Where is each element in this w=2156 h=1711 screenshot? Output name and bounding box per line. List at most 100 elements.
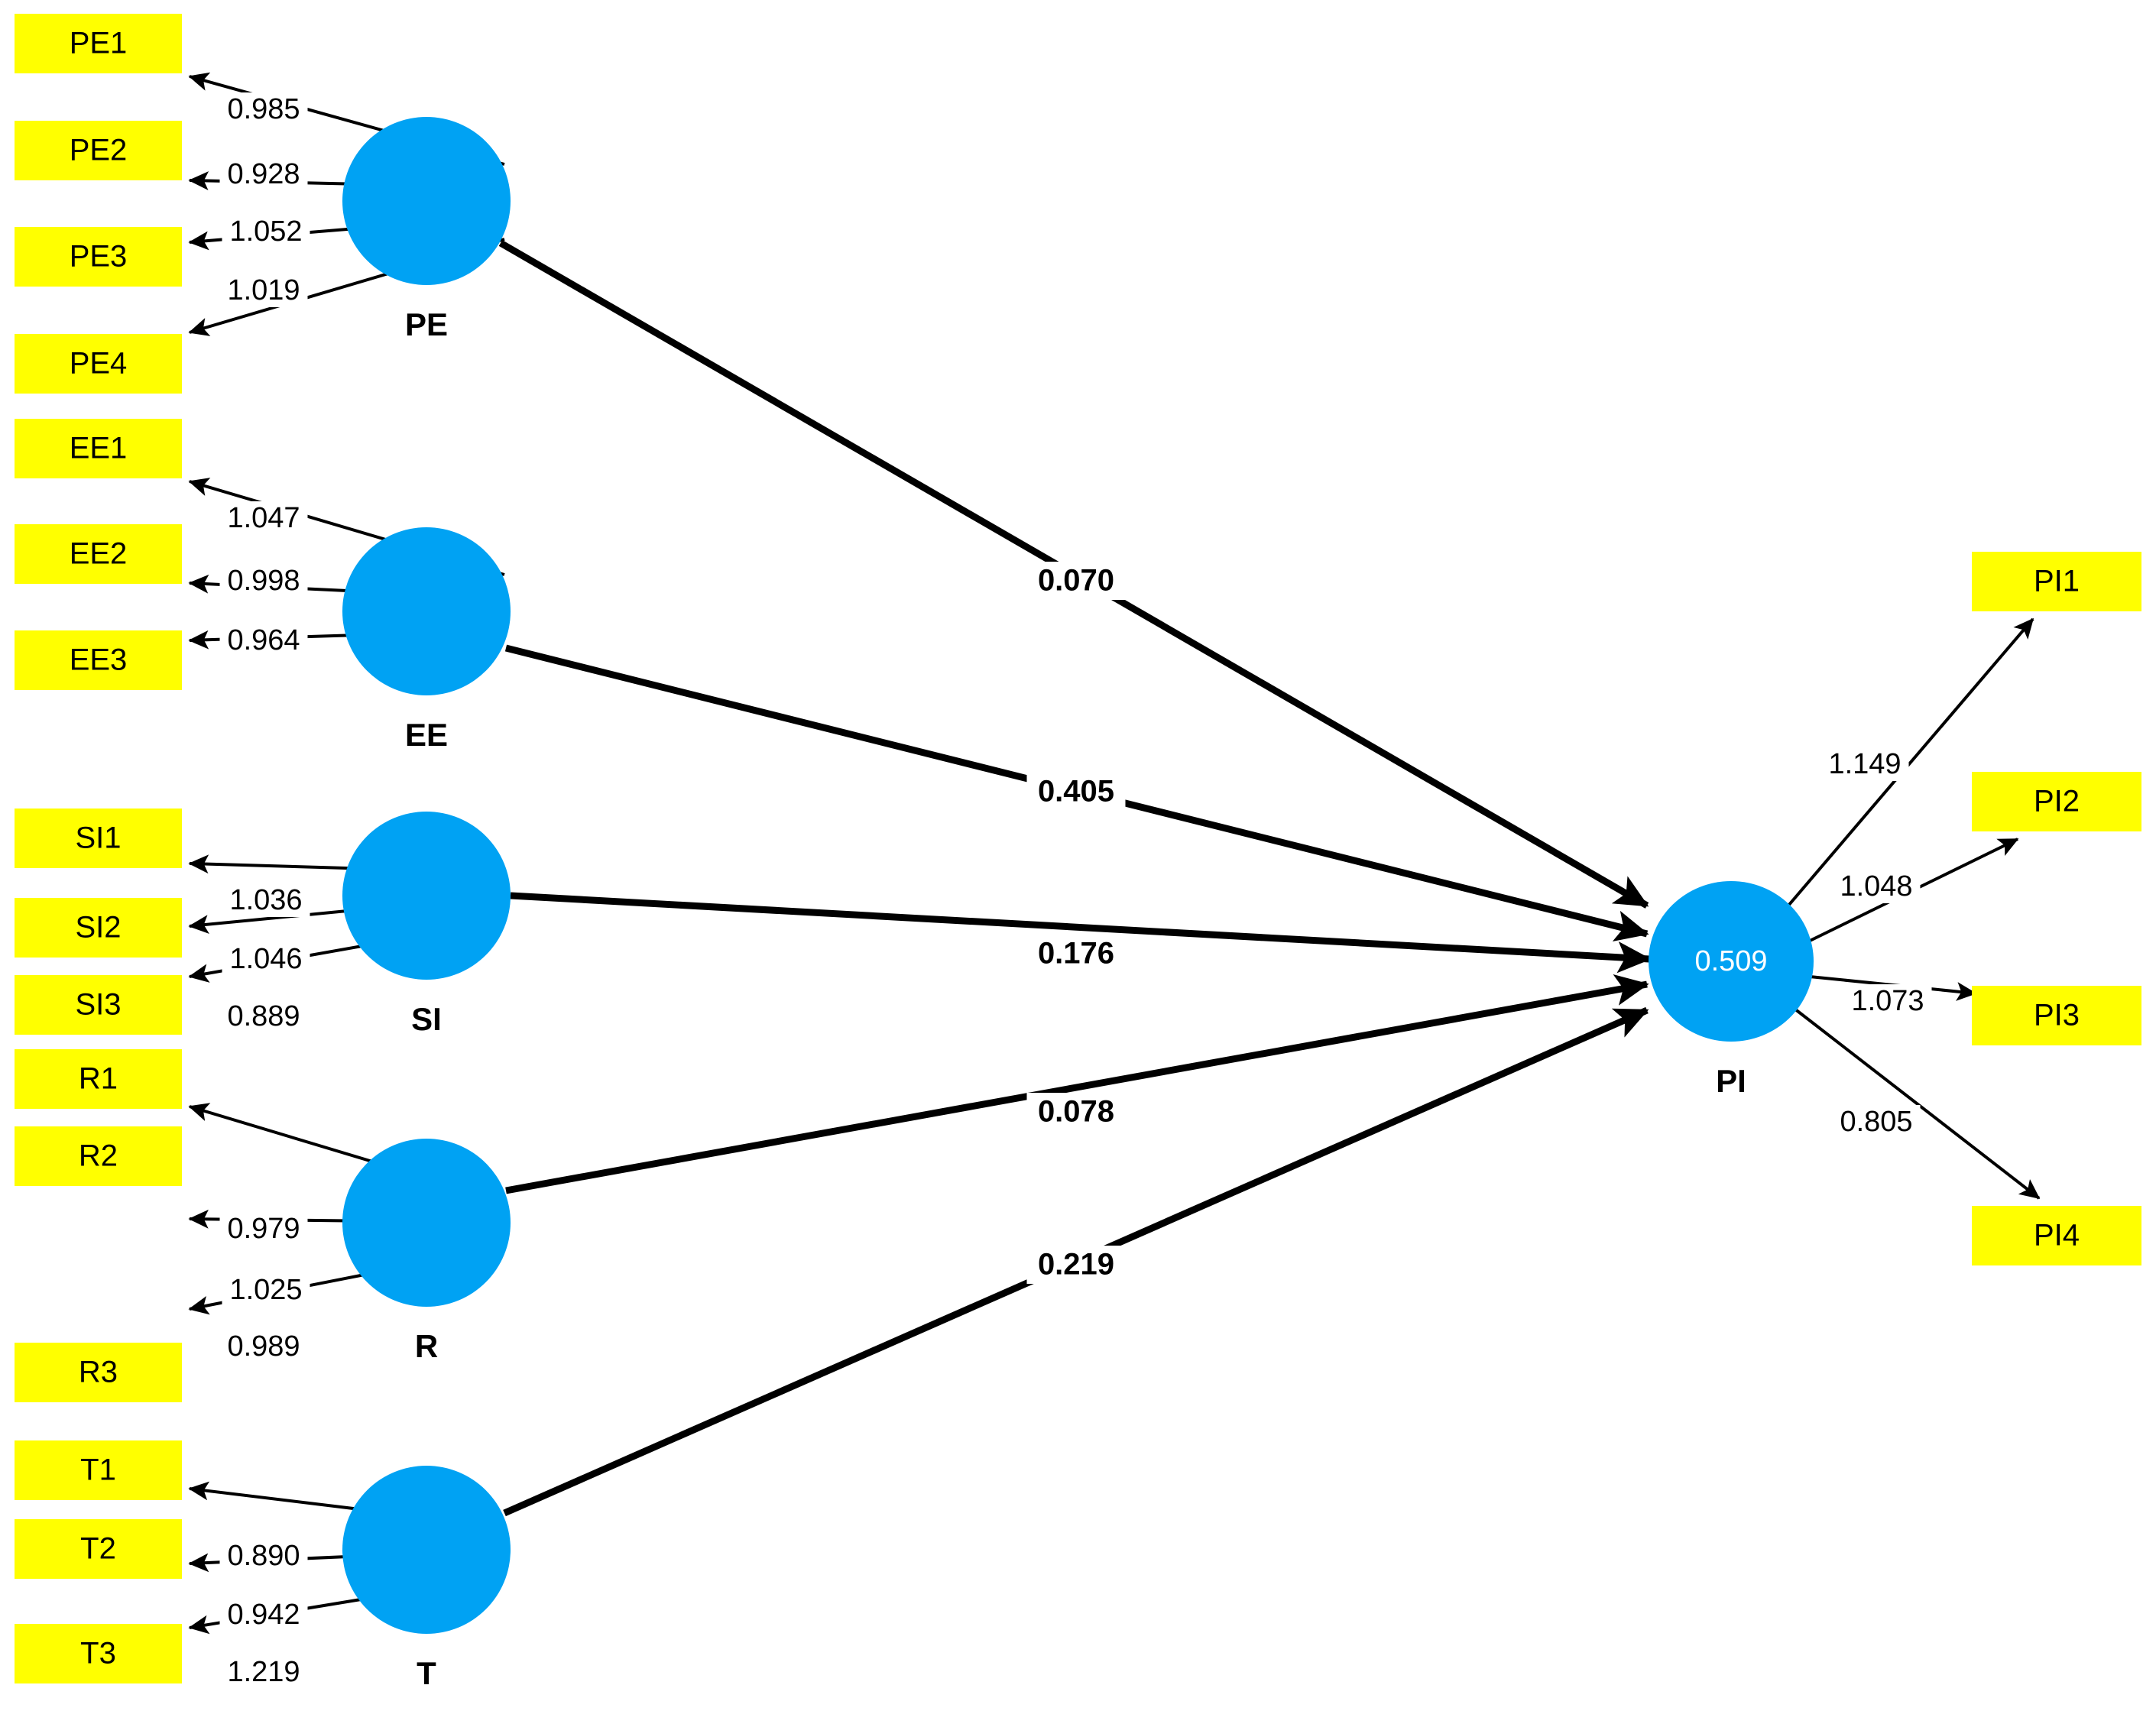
indicator-label: SI2 (75, 911, 121, 945)
indicator-box[interactable] (15, 975, 182, 1035)
indicator-t3[interactable]: T3 (15, 1624, 182, 1683)
indicator-ee2[interactable]: EE2 (15, 524, 182, 584)
indicator-box[interactable] (15, 419, 182, 478)
loading-label-backdrop (1820, 747, 1909, 781)
indicator-label: PI3 (2034, 999, 2080, 1032)
latent-variable-si[interactable]: SI (342, 812, 511, 1037)
loading-label-backdrop (219, 1598, 308, 1632)
indicator-pe2[interactable]: PE2 (15, 121, 182, 180)
loading-label-backdrop (222, 883, 310, 917)
latent-variable-ee[interactable]: EE (342, 527, 511, 753)
indicator-box[interactable] (15, 524, 182, 584)
latent-label: T (417, 1655, 436, 1691)
indicator-box[interactable] (1972, 1206, 2141, 1265)
latent-variable-r[interactable]: R (342, 1139, 511, 1364)
latent-circle[interactable] (342, 1466, 511, 1634)
loading-value-pi3: 1.073 (1851, 985, 1924, 1017)
path-coefficient-pe-to-pi: 0.070 (1038, 564, 1114, 598)
latent-circle[interactable] (342, 1139, 511, 1307)
indicator-pi4[interactable]: PI4 (1972, 1206, 2141, 1265)
indicator-t1[interactable]: T1 (15, 1440, 182, 1500)
loading-label-backdrop (219, 501, 308, 535)
indicator-box[interactable] (15, 1049, 182, 1109)
indicator-pi2[interactable]: PI2 (1972, 772, 2141, 831)
indicator-pi1[interactable]: PI1 (1972, 552, 2141, 611)
indicator-box[interactable] (15, 334, 182, 394)
loading-label-backdrop (219, 1000, 308, 1033)
loading-label-backdrop (219, 92, 308, 126)
indicator-pe1[interactable]: PE1 (15, 14, 182, 73)
indicator-label: R3 (79, 1356, 118, 1389)
latent-label: EE (405, 717, 448, 753)
latent-variable-t[interactable]: T (342, 1466, 511, 1691)
path-label-backdrop (1026, 1093, 1126, 1131)
indicator-box[interactable] (15, 630, 182, 690)
indicator-pe3[interactable]: PE3 (15, 227, 182, 287)
indicator-box[interactable] (15, 898, 182, 958)
latent-circle[interactable] (1649, 881, 1814, 1042)
indicator-box[interactable] (15, 1126, 182, 1186)
indicator-box[interactable] (1972, 986, 2141, 1045)
latent-circle[interactable] (342, 812, 511, 980)
indicator-box[interactable] (15, 1343, 182, 1402)
loading-label-backdrop (1832, 1105, 1921, 1139)
loading-label-backdrop (219, 1212, 308, 1246)
latent-variable-pe[interactable]: PE (342, 117, 511, 342)
indicator-box[interactable] (1972, 552, 2141, 611)
loading-value-ee2: 0.998 (227, 565, 300, 597)
indicator-label: PI2 (2034, 785, 2080, 818)
indicator-label: SI3 (75, 988, 121, 1022)
loading-value-t3: 1.219 (227, 1656, 300, 1688)
loading-label-backdrop (1832, 870, 1921, 903)
loading-value-pe2: 0.928 (227, 158, 300, 190)
r-squared-value: 0.509 (1694, 945, 1767, 977)
indicator-box[interactable] (1972, 772, 2141, 831)
path-coefficient-ee-to-pi: 0.405 (1038, 775, 1114, 809)
indicator-pi3[interactable]: PI3 (1972, 986, 2141, 1045)
indicator-label: EE2 (70, 537, 128, 571)
latent-circle[interactable] (342, 527, 511, 695)
path-label-backdrop (1026, 773, 1126, 811)
loading-labels: 0.9850.9281.0521.0191.0470.9980.9641.036… (219, 92, 1932, 1689)
latent-circle[interactable] (342, 117, 511, 285)
loading-value-r1: 0.979 (227, 1213, 300, 1245)
indicator-r2[interactable]: R2 (15, 1126, 182, 1186)
indicator-si3[interactable]: SI3 (15, 975, 182, 1035)
indicator-label: PE3 (70, 240, 128, 274)
indicator-label: PE1 (70, 27, 128, 60)
indicator-ee1[interactable]: EE1 (15, 419, 182, 478)
loading-label-backdrop (219, 157, 308, 191)
indicator-box[interactable] (15, 809, 182, 868)
indicator-label: R2 (79, 1139, 118, 1173)
loading-value-pi4: 0.805 (1840, 1106, 1912, 1138)
indicator-box[interactable] (15, 227, 182, 287)
latent-label: PI (1716, 1063, 1746, 1099)
indicator-t2[interactable]: T2 (15, 1519, 182, 1579)
indicator-r1[interactable]: R1 (15, 1049, 182, 1109)
loading-value-r3: 0.989 (227, 1330, 300, 1363)
indicator-pe4[interactable]: PE4 (15, 334, 182, 394)
indicator-si1[interactable]: SI1 (15, 809, 182, 868)
indicator-label: T2 (80, 1532, 116, 1566)
indicator-r3[interactable]: R3 (15, 1343, 182, 1402)
indicator-si2[interactable]: SI2 (15, 898, 182, 958)
indicator-box[interactable] (15, 121, 182, 180)
loading-label-backdrop (219, 1655, 308, 1689)
indicator-box[interactable] (15, 1440, 182, 1500)
path-coefficient-r-to-pi: 0.078 (1038, 1095, 1114, 1129)
indicator-box[interactable] (15, 14, 182, 73)
path-coefficient-t-to-pi: 0.219 (1038, 1248, 1114, 1282)
structural-edges (498, 240, 1652, 1517)
loading-label-backdrop (219, 564, 308, 598)
loading-value-pi1: 1.149 (1828, 748, 1901, 780)
loading-arrow-pi4 (1793, 1007, 2041, 1200)
indicator-label: PI1 (2034, 565, 2080, 598)
path-label-backdrop (1026, 935, 1126, 973)
loading-value-si3: 0.889 (227, 1000, 300, 1032)
indicator-label: PE4 (70, 347, 128, 381)
indicator-ee3[interactable]: EE3 (15, 630, 182, 690)
indicator-box[interactable] (15, 1519, 182, 1579)
indicator-box[interactable] (15, 1624, 182, 1683)
